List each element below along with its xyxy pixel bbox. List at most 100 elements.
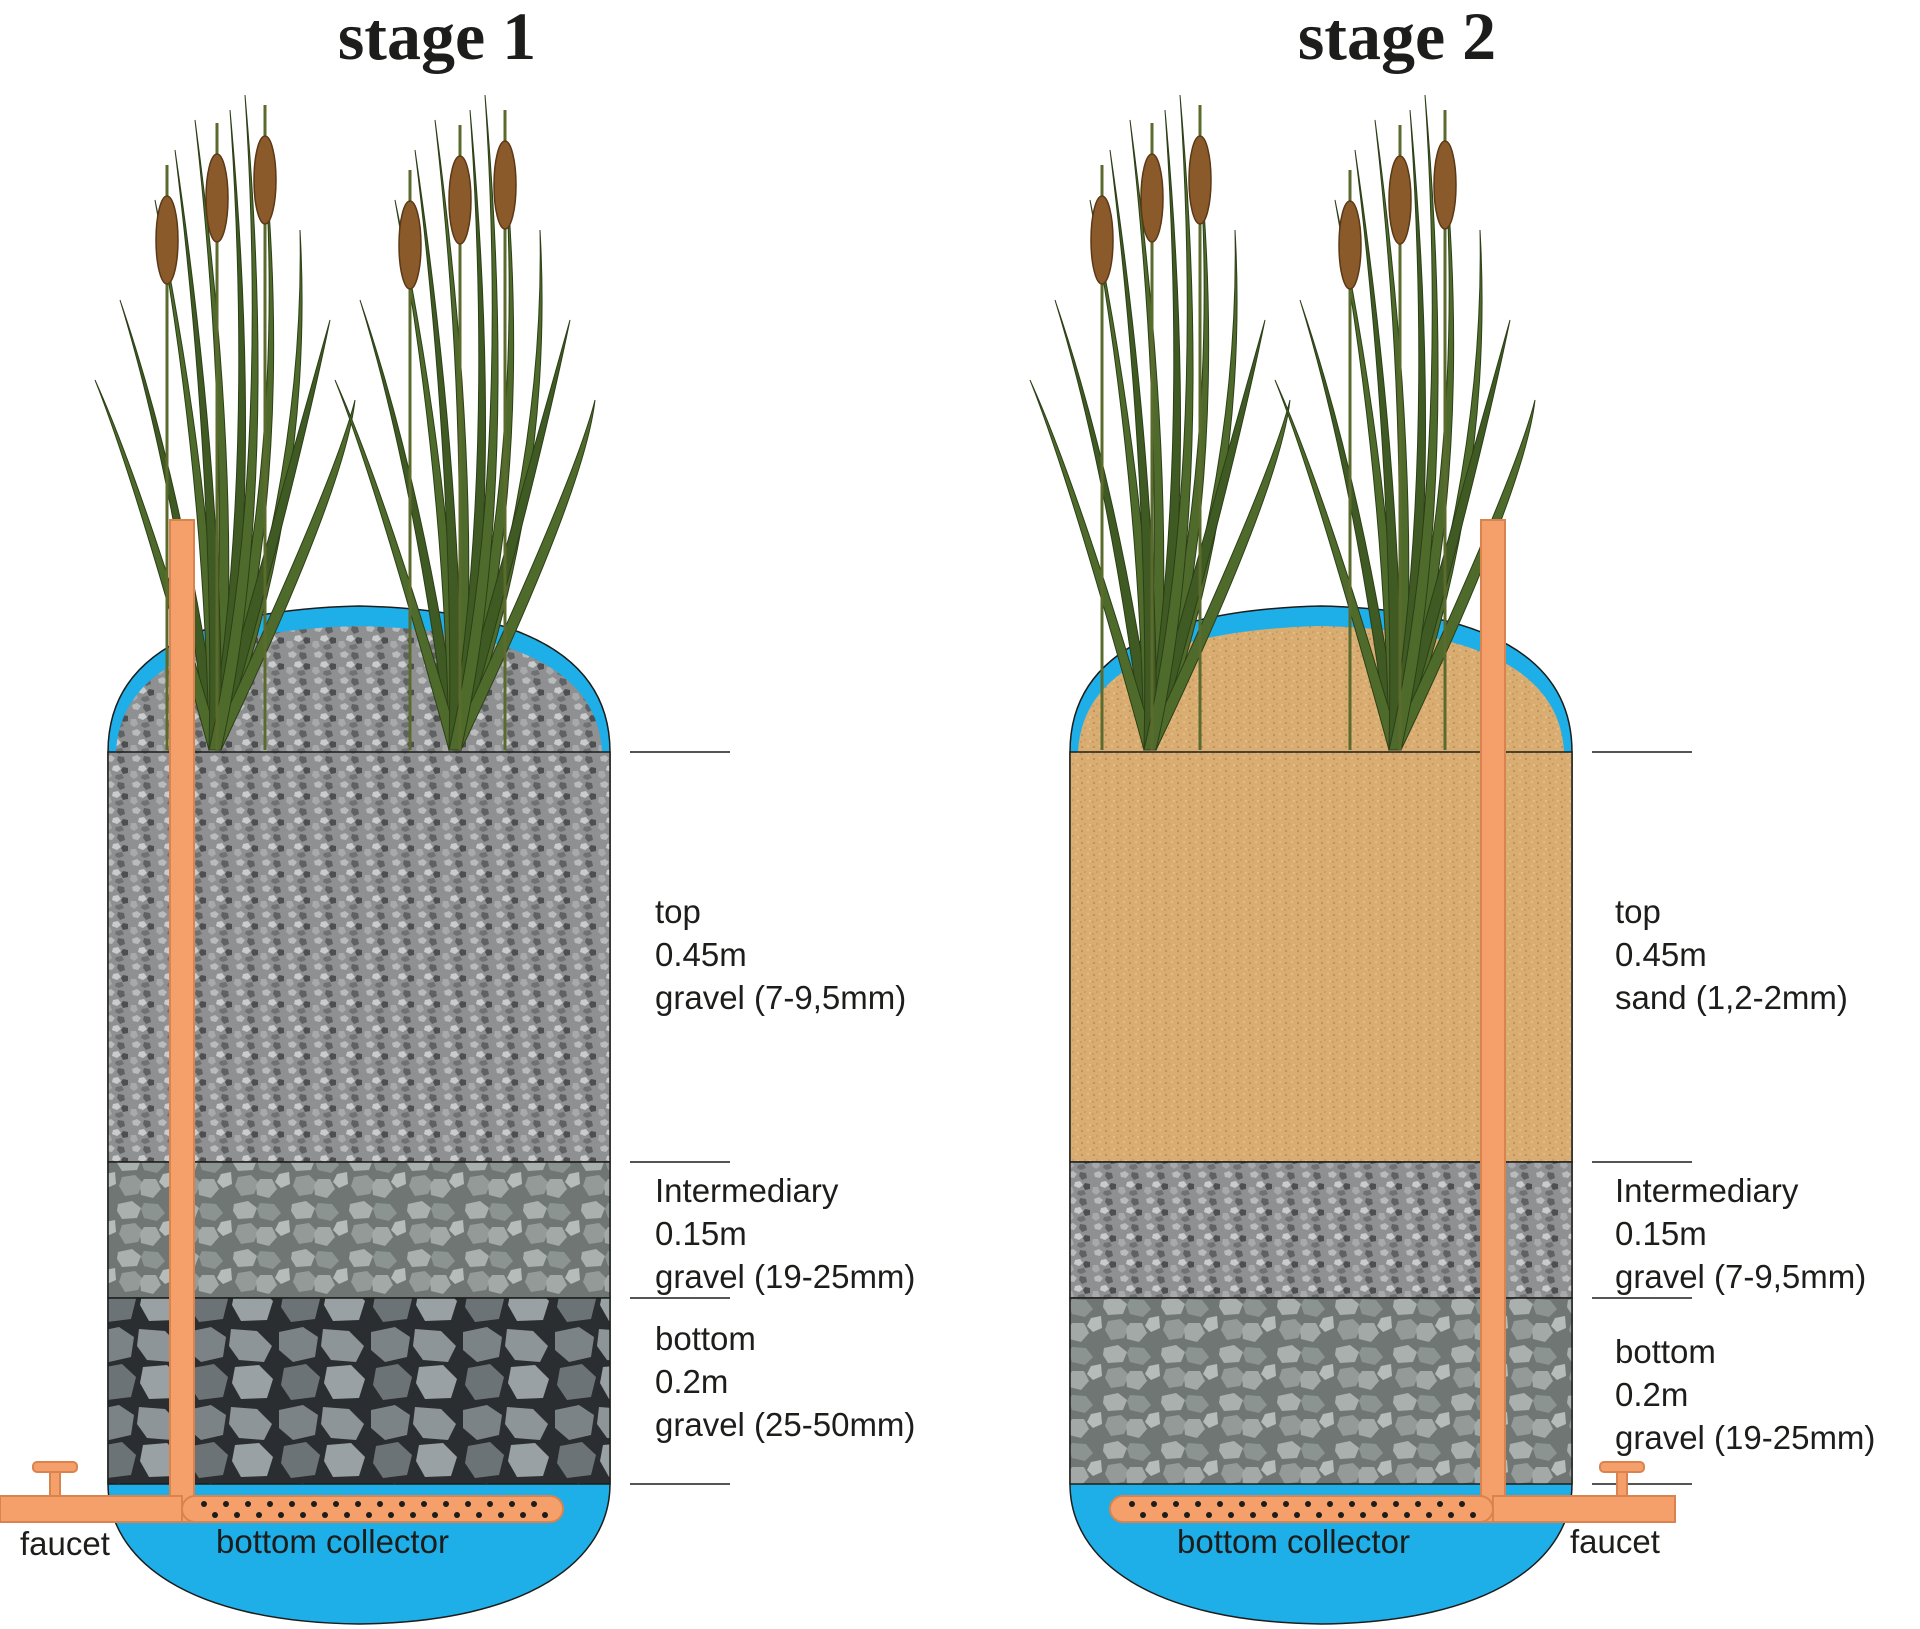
perforation — [1371, 1501, 1377, 1507]
perforation — [487, 1501, 493, 1507]
perforation — [421, 1501, 427, 1507]
reed-leaf — [208, 94, 259, 751]
faucet-valve-handle — [32, 1461, 78, 1473]
reed-leaf — [1388, 94, 1439, 751]
stage-2-top-layer-label: top 0.45m sand (1,2-2mm) — [1615, 890, 1848, 1019]
perforation — [1316, 1512, 1322, 1518]
reed-plants — [94, 94, 596, 751]
perforation — [234, 1512, 240, 1518]
reed-leaf — [1143, 94, 1194, 751]
cattail-head — [155, 195, 179, 285]
perforation — [509, 1501, 515, 1507]
layer-material: gravel (7-9,5mm) — [1615, 1258, 1867, 1295]
perforation — [443, 1501, 449, 1507]
perforation — [1393, 1501, 1399, 1507]
stage-1-top-layer-label: top 0.45m gravel (7-9,5mm) — [655, 890, 906, 1019]
perforation — [542, 1512, 548, 1518]
perforation — [1382, 1512, 1388, 1518]
perforation — [1140, 1512, 1146, 1518]
layer-depth: 0.45m — [655, 936, 747, 973]
perforation — [366, 1512, 372, 1518]
perforation — [1470, 1512, 1476, 1518]
perforation — [1151, 1501, 1157, 1507]
cattail-head — [1433, 140, 1457, 230]
layer-name: top — [655, 893, 701, 930]
cattail-head — [448, 155, 472, 245]
perforation — [1360, 1512, 1366, 1518]
perforation — [1206, 1512, 1212, 1518]
stage-2-faucet-label: faucet — [1570, 1523, 1660, 1560]
reed-plants — [1029, 94, 1536, 751]
perforation — [1327, 1501, 1333, 1507]
layer-material: gravel (19-25mm) — [1615, 1419, 1876, 1456]
reed-leaf — [1143, 399, 1291, 751]
layer-depth: 0.2m — [655, 1363, 729, 1400]
perforation — [267, 1501, 273, 1507]
stage-1-collector-label: bottom collector — [216, 1523, 449, 1560]
perforation — [476, 1512, 482, 1518]
perforation — [1338, 1512, 1344, 1518]
faucet-outlet-pipe — [0, 1495, 183, 1523]
reed-leaf — [1388, 319, 1511, 751]
perforation — [223, 1501, 229, 1507]
perforation — [1162, 1512, 1168, 1518]
layer-name: bottom — [655, 1320, 756, 1357]
cattail-head — [1140, 153, 1164, 243]
perforation — [1184, 1512, 1190, 1518]
perforation — [465, 1501, 471, 1507]
cattail-head — [1388, 155, 1412, 245]
perforation — [289, 1501, 295, 1507]
perforation — [344, 1512, 350, 1518]
vertical-pipe — [1480, 519, 1506, 1523]
layer-material: sand (1,2-2mm) — [1615, 979, 1848, 1016]
bottom-collector-pipe — [1109, 1495, 1494, 1523]
reed-leaf — [448, 399, 596, 751]
reed-clump-2 — [1274, 94, 1536, 751]
stage-2-title: stage 2 — [1297, 0, 1497, 74]
perforation — [201, 1501, 207, 1507]
reed-leaf — [1129, 119, 1165, 751]
layer-name: Intermediary — [1615, 1172, 1799, 1209]
perforation — [432, 1512, 438, 1518]
perforation — [1250, 1512, 1256, 1518]
reed-leaf — [1274, 379, 1402, 751]
perforation — [212, 1512, 218, 1518]
perforation — [399, 1501, 405, 1507]
reed-leaf — [448, 94, 499, 751]
reed-leaf — [448, 319, 571, 751]
faucet-outlet-pipe — [1492, 1495, 1676, 1523]
layer-material: gravel (19-25mm) — [655, 1258, 916, 1295]
perforation — [245, 1501, 251, 1507]
layer-depth: 0.45m — [1615, 936, 1707, 973]
reed-leaf — [1029, 379, 1157, 751]
layer-depth: 0.2m — [1615, 1376, 1689, 1413]
reed-leaf — [174, 149, 222, 751]
perforation — [1272, 1512, 1278, 1518]
cattail-head — [253, 135, 277, 225]
cattail-head — [398, 200, 422, 290]
layer-material: gravel (25-50mm) — [655, 1406, 916, 1443]
reed-leaf — [1109, 149, 1157, 751]
stage-2-bottom-layer-label: bottom 0.2m gravel (19-25mm) — [1615, 1330, 1875, 1459]
perforation — [322, 1512, 328, 1518]
perforation — [531, 1501, 537, 1507]
perforation — [1294, 1512, 1300, 1518]
stage-1-filter — [0, 94, 730, 1625]
perforation — [1129, 1501, 1135, 1507]
stage-2-collector-label: bottom collector — [1177, 1523, 1410, 1560]
reed-leaf — [1388, 399, 1536, 751]
perforation — [256, 1512, 262, 1518]
cattail-head — [1188, 135, 1212, 225]
perforation — [278, 1512, 284, 1518]
stage-2-filter — [1029, 94, 1692, 1625]
layer-depth: 0.15m — [655, 1215, 747, 1252]
layer-name: top — [1615, 893, 1661, 930]
perforation — [1305, 1501, 1311, 1507]
perforation — [333, 1501, 339, 1507]
cattail-head — [493, 140, 517, 230]
reed-leaf — [334, 379, 462, 751]
perforation — [520, 1512, 526, 1518]
perforation — [1404, 1512, 1410, 1518]
